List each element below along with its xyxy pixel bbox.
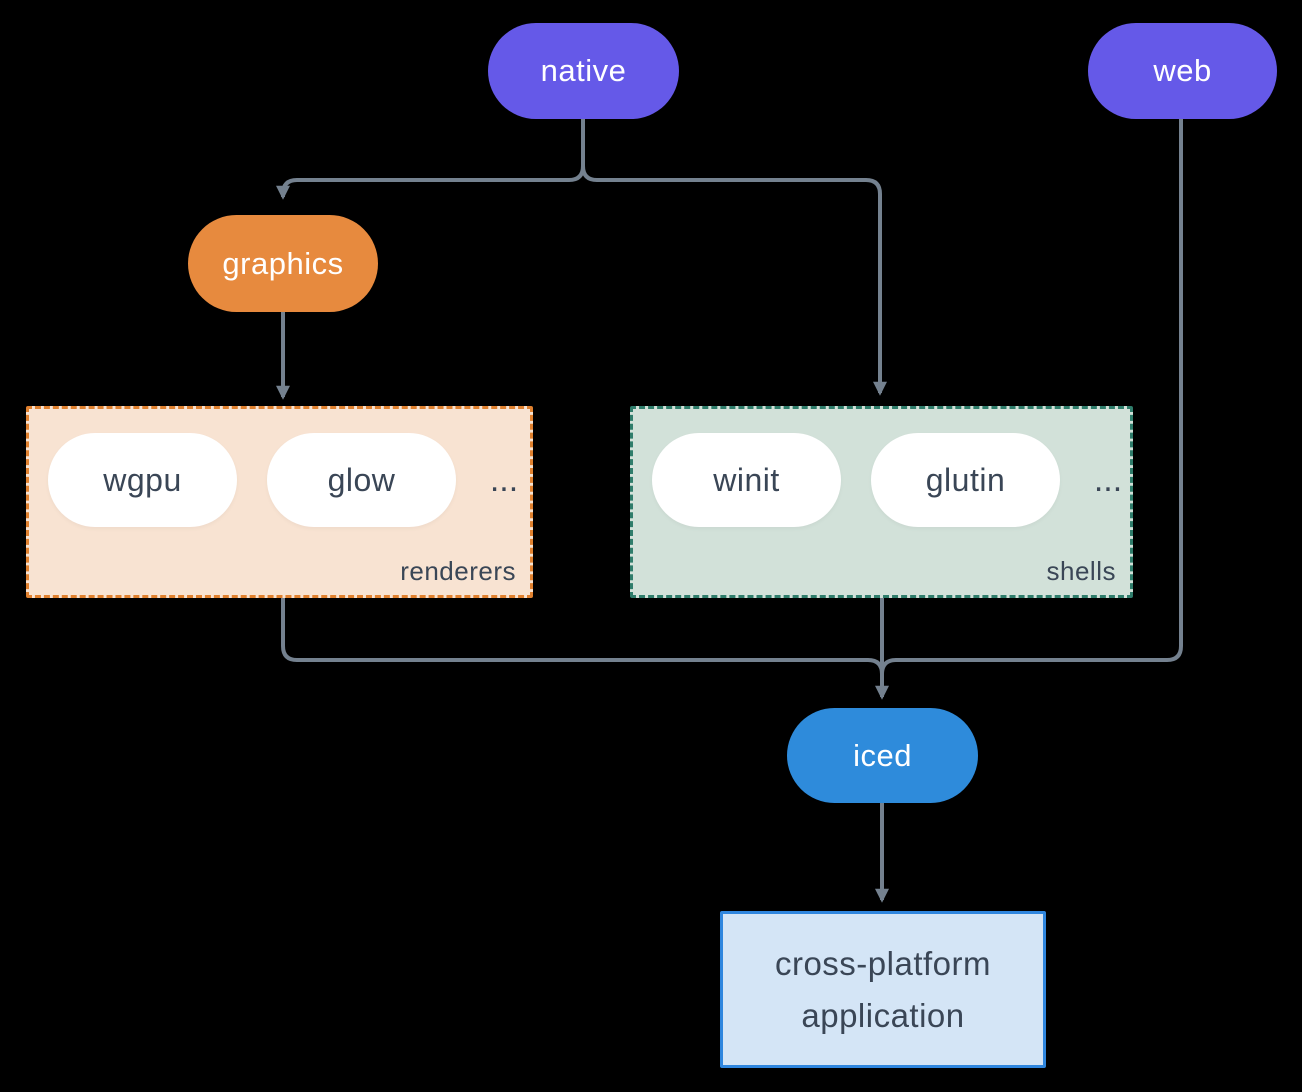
edge-renderers-iced [281,598,884,675]
application-label-line1: cross-platform [774,945,992,983]
item-wgpu: wgpu [48,433,237,527]
node-cross-platform-application: cross-platform application [720,911,1046,1068]
shells-group-label: shells [1046,556,1116,586]
application-label-line2: application [801,996,965,1034]
node-iced: iced [787,708,978,803]
edge-native-shells [581,118,887,396]
node-graphics: graphics [188,215,378,312]
edge-native-graphics [276,118,585,200]
renderers-ellipsis: ... [489,460,519,499]
group-renderers: wgpu glow ... renderers [26,406,533,598]
node-native-label: native [540,53,627,88]
item-glutin-label: glutin [925,461,1006,498]
item-winit-label: winit [713,461,780,498]
renderers-group-label: renderers [400,556,516,586]
node-graphics-label: graphics [222,245,344,281]
item-winit: winit [652,433,841,527]
node-native: native [488,23,679,119]
item-glutin: glutin [871,433,1060,527]
node-web: web [1088,23,1277,119]
item-wgpu-label: wgpu [103,461,182,498]
node-web-label: web [1153,53,1212,88]
shells-ellipsis: ... [1093,460,1123,499]
node-iced-label: iced [853,737,912,773]
group-shells: winit glutin ... shells [630,406,1133,598]
item-glow-label: glow [327,461,396,498]
item-glow: glow [267,433,456,527]
